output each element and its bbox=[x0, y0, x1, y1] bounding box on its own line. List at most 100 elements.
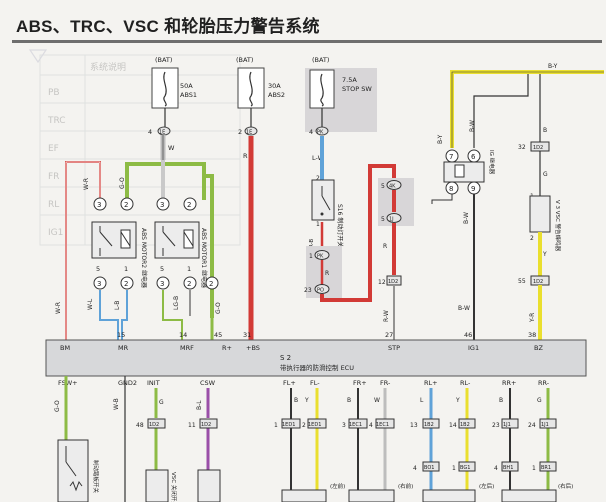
svg-text:RL+: RL+ bbox=[424, 379, 438, 387]
svg-text:2: 2 bbox=[302, 422, 306, 429]
watermark-header: 系统说明 bbox=[90, 61, 126, 73]
svg-text:4: 4 bbox=[309, 128, 313, 136]
svg-text:B-Y: B-Y bbox=[548, 63, 558, 70]
svg-text:11: 11 bbox=[188, 422, 196, 429]
svg-text:ABS MOTOR1 继电器: ABS MOTOR1 继电器 bbox=[200, 228, 208, 288]
ecu-subtitle: 带执行器的防滑控制 ECU bbox=[280, 363, 354, 372]
stop-lamp-switch: 2 S16 制动灯开关 1 R-B bbox=[309, 175, 344, 250]
svg-text:W-R: W-R bbox=[83, 178, 90, 190]
svg-text:(右后): (右后) bbox=[558, 482, 573, 490]
svg-text:R: R bbox=[383, 243, 387, 250]
wire-wr: W-R W-R bbox=[55, 161, 101, 340]
svg-text:30A: 30A bbox=[268, 82, 281, 90]
svg-text:(BAT): (BAT) bbox=[312, 56, 329, 64]
svg-text:B: B bbox=[543, 127, 547, 134]
svg-text:1J: 1J bbox=[389, 217, 394, 223]
svg-text:24: 24 bbox=[528, 422, 536, 429]
svg-text:23: 23 bbox=[304, 287, 312, 294]
svg-text:1B2: 1B2 bbox=[424, 422, 434, 428]
page-title: ABS、TRC、VSC 和轮胎压力警告系统 bbox=[16, 17, 320, 36]
svg-text:FSW+: FSW+ bbox=[58, 379, 78, 387]
watermark-row: EF bbox=[48, 144, 59, 154]
relay-abs-motor1: ABS MOTOR1 继电器 bbox=[154, 221, 208, 288]
svg-text:23: 23 bbox=[492, 422, 500, 429]
ecu-pin-label: STP bbox=[388, 344, 400, 352]
svg-text:IG 继电器: IG 继电器 bbox=[488, 150, 496, 175]
svg-text:FL+: FL+ bbox=[283, 379, 296, 387]
svg-text:ABS2: ABS2 bbox=[268, 91, 285, 99]
svg-text:1: 1 bbox=[124, 265, 128, 273]
lower-connectors: 4 BO1 1 BG1 4 BH1 1 BR1 bbox=[413, 461, 557, 472]
svg-text:3: 3 bbox=[160, 280, 164, 288]
svg-text:1J1: 1J1 bbox=[503, 422, 511, 428]
svg-text:1D2: 1D2 bbox=[533, 145, 543, 151]
svg-text:FR+: FR+ bbox=[353, 379, 367, 387]
ecu-pin-label: MRF bbox=[180, 344, 194, 352]
svg-text:R-B: R-B bbox=[309, 239, 315, 248]
svg-text:1: 1 bbox=[187, 265, 191, 273]
svg-text:Y-R: Y-R bbox=[529, 313, 536, 323]
svg-text:1J1: 1J1 bbox=[541, 422, 549, 428]
ecu-box: BM MR MRF R+ +BS STP IG1 BZ S 2 带执行器的防滑控… bbox=[45, 339, 587, 377]
svg-text:38: 38 bbox=[528, 331, 536, 339]
svg-text:(右前): (右前) bbox=[398, 482, 413, 490]
fuse-abs2: (BAT) 30A ABS2 2 1E bbox=[236, 56, 285, 136]
svg-text:(左后): (左后) bbox=[479, 482, 494, 490]
svg-text:2: 2 bbox=[316, 175, 320, 182]
wire-r-abs2: R bbox=[243, 108, 254, 340]
svg-text:27: 27 bbox=[385, 331, 393, 339]
svg-text:GND2: GND2 bbox=[118, 379, 137, 387]
svg-text:(BAT): (BAT) bbox=[155, 56, 172, 64]
svg-text:STOP SW: STOP SW bbox=[342, 85, 372, 93]
svg-text:R: R bbox=[243, 152, 248, 160]
svg-text:VSC 关闭开关: VSC 关闭开关 bbox=[170, 472, 178, 502]
svg-text:9: 9 bbox=[471, 185, 475, 193]
svg-text:4: 4 bbox=[494, 465, 498, 472]
bottom-connectors: 48 1D2 11 1D2 1 1ED1 2 1ED1 3 1EC1 4 1EC… bbox=[136, 418, 557, 429]
svg-text:3: 3 bbox=[160, 201, 164, 209]
svg-text:12: 12 bbox=[378, 279, 386, 286]
svg-text:L: L bbox=[420, 397, 424, 404]
svg-text:8: 8 bbox=[449, 185, 453, 193]
svg-text:2: 2 bbox=[530, 235, 534, 242]
svg-text:55: 55 bbox=[518, 278, 526, 285]
svg-text:B-L: B-L bbox=[196, 400, 203, 410]
svg-text:1: 1 bbox=[532, 465, 536, 472]
svg-text:1: 1 bbox=[309, 253, 313, 260]
relay-abs-motor2: ABS MOTOR2 继电器 bbox=[91, 221, 148, 288]
svg-text:46: 46 bbox=[464, 331, 472, 339]
svg-text:1D2: 1D2 bbox=[533, 279, 543, 285]
wire-w bbox=[160, 108, 166, 160]
svg-text:1EC1: 1EC1 bbox=[376, 422, 389, 428]
svg-text:1D2: 1D2 bbox=[201, 422, 211, 428]
svg-text:4: 4 bbox=[413, 465, 417, 472]
ecu-pin-label: +BS bbox=[246, 344, 260, 352]
svg-text:50A: 50A bbox=[180, 82, 193, 90]
svg-text:G: G bbox=[159, 399, 164, 406]
svg-text:15: 15 bbox=[117, 331, 125, 339]
svg-text:B-W: B-W bbox=[469, 120, 476, 132]
svg-text:7: 7 bbox=[449, 153, 453, 161]
svg-text:B-W: B-W bbox=[458, 305, 470, 312]
svg-text:48: 48 bbox=[136, 422, 144, 429]
fuse-stop-sw: (BAT) 7.5A STOP SW 4 PK L-W bbox=[305, 56, 377, 162]
svg-text:制动踏板开关: 制动踏板开关 bbox=[92, 460, 100, 494]
svg-text:W: W bbox=[168, 144, 175, 152]
svg-text:1ED1: 1ED1 bbox=[282, 422, 295, 428]
svg-text:L-B: L-B bbox=[114, 301, 121, 310]
svg-text:Y: Y bbox=[542, 251, 547, 258]
svg-text:1D2: 1D2 bbox=[149, 422, 159, 428]
svg-text:FL-: FL- bbox=[310, 379, 320, 387]
svg-text:5: 5 bbox=[381, 216, 385, 223]
svg-text:1ED1: 1ED1 bbox=[308, 422, 321, 428]
svg-text:1B2: 1B2 bbox=[460, 422, 470, 428]
svg-text:1E: 1E bbox=[246, 130, 252, 136]
svg-text:B-Y: B-Y bbox=[437, 134, 444, 144]
svg-text:G: G bbox=[537, 397, 542, 404]
svg-text:1E: 1E bbox=[159, 130, 165, 136]
svg-text:6: 6 bbox=[471, 153, 476, 161]
svg-text:5: 5 bbox=[381, 183, 385, 190]
wire-stop-red-loop: 4K 5 1J 5 R 12 1D2 R-W 27 bbox=[320, 164, 414, 340]
